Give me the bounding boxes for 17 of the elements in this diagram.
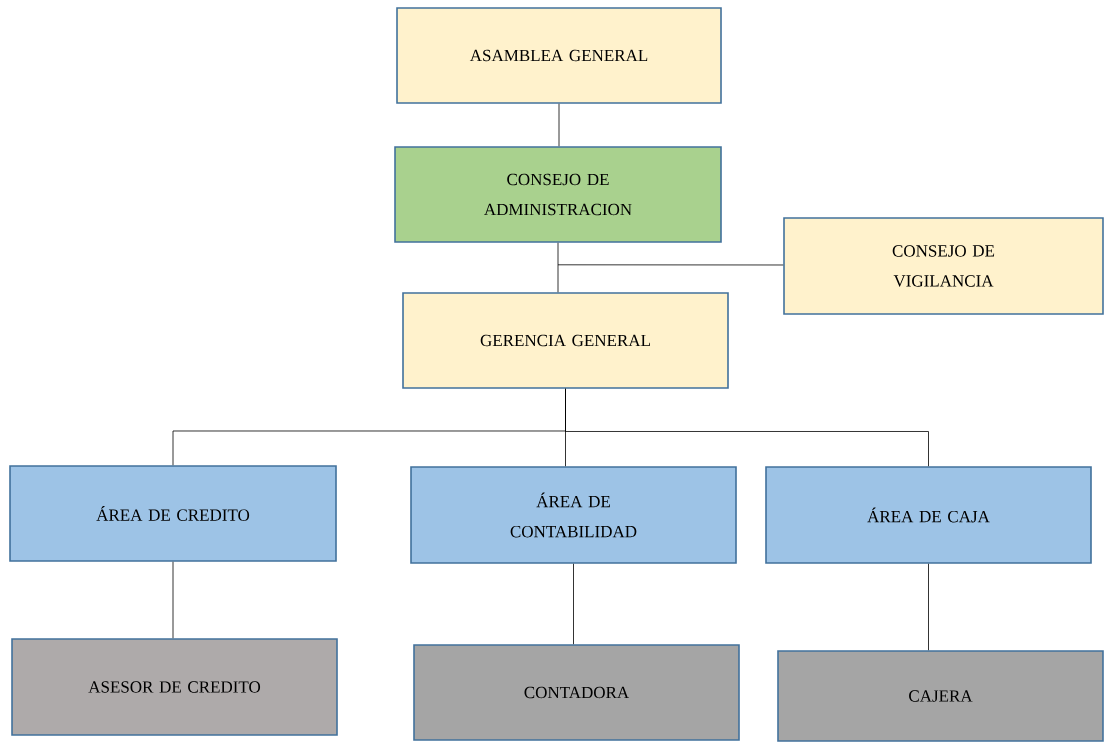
org-box: ASAMBLEA GENERAL [396, 7, 722, 104]
org-box: ÁREA DE CREDITO [9, 465, 337, 562]
connector-line [558, 103, 560, 147]
org-box: ASESOR DE CREDITO [11, 638, 338, 736]
connector-line [565, 388, 929, 467]
connector-line [557, 242, 559, 293]
org-box: CONTADORA [413, 644, 740, 741]
connector-line [557, 264, 784, 266]
org-box: GERENCIA GENERAL [402, 292, 729, 389]
org-box: ÁREA DE CAJA [765, 466, 1092, 564]
org-box: CAJERA [777, 650, 1104, 742]
connector-line [928, 563, 929, 651]
org-box: CONSEJO DE VIGILANCIA [783, 217, 1104, 315]
connector-line [573, 563, 574, 645]
org-box: CONSEJO DE ADMINISTRACION [394, 146, 722, 243]
org-box: ÁREA DE CONTABILIDAD [410, 466, 737, 564]
connector-line [172, 561, 174, 639]
